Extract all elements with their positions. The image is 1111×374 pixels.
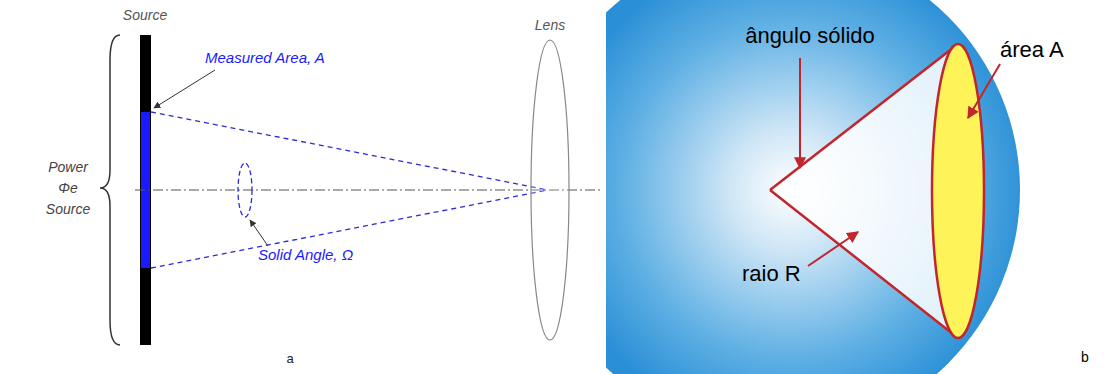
symbol-label: Φe [58,181,78,196]
bracket [100,35,120,345]
solid-angle-ellipse [238,163,252,217]
part-name: ângulo sólido [745,24,875,48]
cone [770,44,958,338]
part-name: Measured Area, A [205,50,325,67]
panel-letter: b [1081,350,1089,365]
area-ellipse [932,44,984,338]
sphere [606,0,1020,374]
panel-letter: a [286,352,293,366]
leader-line [968,64,1000,118]
optical-axis [135,190,600,191]
part-name: Source [46,202,90,217]
ray [151,112,548,190]
part-name: Lens [535,18,565,33]
leader-line [154,70,215,108]
part-name: área A [1000,38,1064,62]
panel-b [606,0,1020,374]
panel-a [100,35,600,345]
part-name: raio R [742,262,801,286]
leader-line [808,232,858,266]
part-name: Solid Angle, Ω [258,247,353,264]
leader-line [250,220,268,246]
part-name: Source [123,8,167,23]
cone-edge [770,44,958,190]
lens [531,40,569,340]
ray [151,190,548,268]
part-name: Power [48,160,88,175]
leader-line [799,58,801,168]
